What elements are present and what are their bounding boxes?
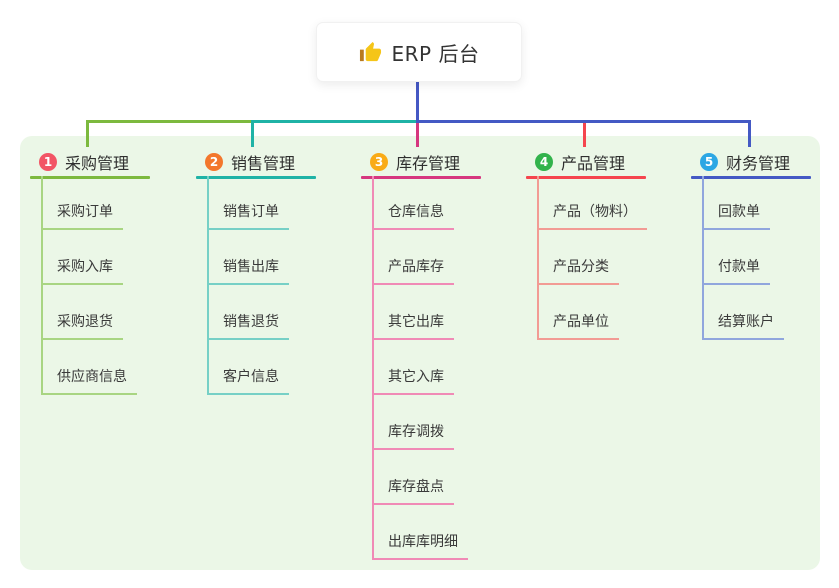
branch-underline — [691, 176, 811, 179]
branch-label: 库存管理 — [396, 153, 461, 173]
branch-spine-line — [207, 176, 209, 395]
root-node[interactable]: ERP 后台 — [316, 22, 522, 82]
branch-header-product[interactable]: 4 产品管理 — [535, 149, 625, 174]
branch-spine-line — [372, 176, 374, 560]
node-purchase-inbound[interactable]: 采购入库 — [41, 256, 123, 285]
branch3-drop-line — [416, 122, 419, 147]
branch-number-badge: 1 — [39, 152, 57, 171]
branch-header-finance[interactable]: 5 财务管理 — [700, 149, 790, 174]
node-sales-order[interactable]: 销售订单 — [207, 201, 289, 230]
node-purchase-return[interactable]: 采购退货 — [41, 311, 123, 340]
branch-underline — [526, 176, 646, 179]
branch-purchase: 1 采购管理 采购订单 采购入库 采购退货 供应商信息 — [30, 0, 160, 588]
node-stock-transfer[interactable]: 库存调拨 — [372, 421, 454, 450]
bus-segment-blue — [416, 120, 751, 123]
branch4-drop-line — [583, 122, 586, 147]
branch-spine-line — [41, 176, 43, 395]
branch2-drop-line — [251, 122, 254, 147]
branch-number-badge: 3 — [370, 152, 388, 171]
node-product-stock[interactable]: 产品库存 — [372, 256, 454, 285]
branch-underline — [361, 176, 481, 179]
branch-header-sales[interactable]: 2 销售管理 — [205, 149, 295, 174]
node-other-inbound[interactable]: 其它入库 — [372, 366, 454, 395]
node-supplier-info[interactable]: 供应商信息 — [41, 366, 137, 395]
node-payment[interactable]: 付款单 — [702, 256, 770, 285]
node-product-category[interactable]: 产品分类 — [537, 256, 619, 285]
branch-label: 销售管理 — [231, 153, 296, 173]
root-title: ERP 后台 — [391, 41, 480, 66]
branch-spine-line — [537, 176, 539, 340]
node-purchase-order[interactable]: 采购订单 — [41, 201, 123, 230]
node-receipt[interactable]: 回款单 — [702, 201, 770, 230]
branch1-drop-line — [86, 122, 89, 147]
bus-segment-teal — [251, 120, 419, 123]
branch-sales: 2 销售管理 销售订单 销售出库 销售退货 客户信息 — [196, 0, 326, 588]
branch-header-purchase[interactable]: 1 采购管理 — [39, 149, 129, 174]
node-warehouse-info[interactable]: 仓库信息 — [372, 201, 454, 230]
branch-label: 采购管理 — [65, 153, 130, 173]
branch-underline — [30, 176, 150, 179]
branch-number-badge: 2 — [205, 152, 223, 171]
node-other-outbound[interactable]: 其它出库 — [372, 311, 454, 340]
branch-underline — [196, 176, 316, 179]
branch-finance: 5 财务管理 回款单 付款单 结算账户 — [691, 0, 821, 588]
branch-number-badge: 4 — [535, 152, 553, 171]
node-product-unit[interactable]: 产品单位 — [537, 311, 619, 340]
branch-inventory: 3 库存管理 仓库信息 产品库存 其它出库 其它入库 库存调拨 库存盘点 出库库… — [361, 0, 491, 588]
bus-segment-green — [86, 120, 254, 123]
node-sales-return[interactable]: 销售退货 — [207, 311, 289, 340]
node-stock-detail[interactable]: 出库库明细 — [372, 531, 468, 560]
node-sales-outbound[interactable]: 销售出库 — [207, 256, 289, 285]
root-stem-line — [416, 82, 419, 123]
branch-spine-line — [702, 176, 704, 340]
branch-header-inventory[interactable]: 3 库存管理 — [370, 149, 460, 174]
branch-label: 产品管理 — [561, 153, 626, 173]
node-stock-count[interactable]: 库存盘点 — [372, 476, 454, 505]
branches-panel — [20, 136, 820, 570]
branch-label: 财务管理 — [726, 153, 791, 173]
thumbs-up-icon — [359, 41, 381, 61]
branch-number-badge: 5 — [700, 152, 718, 171]
node-customer-info[interactable]: 客户信息 — [207, 366, 289, 395]
branch-product: 4 产品管理 产品（物料） 产品分类 产品单位 — [526, 0, 656, 588]
node-product-material[interactable]: 产品（物料） — [537, 201, 647, 230]
branch5-drop-line — [748, 122, 751, 147]
node-settlement-account[interactable]: 结算账户 — [702, 311, 784, 340]
